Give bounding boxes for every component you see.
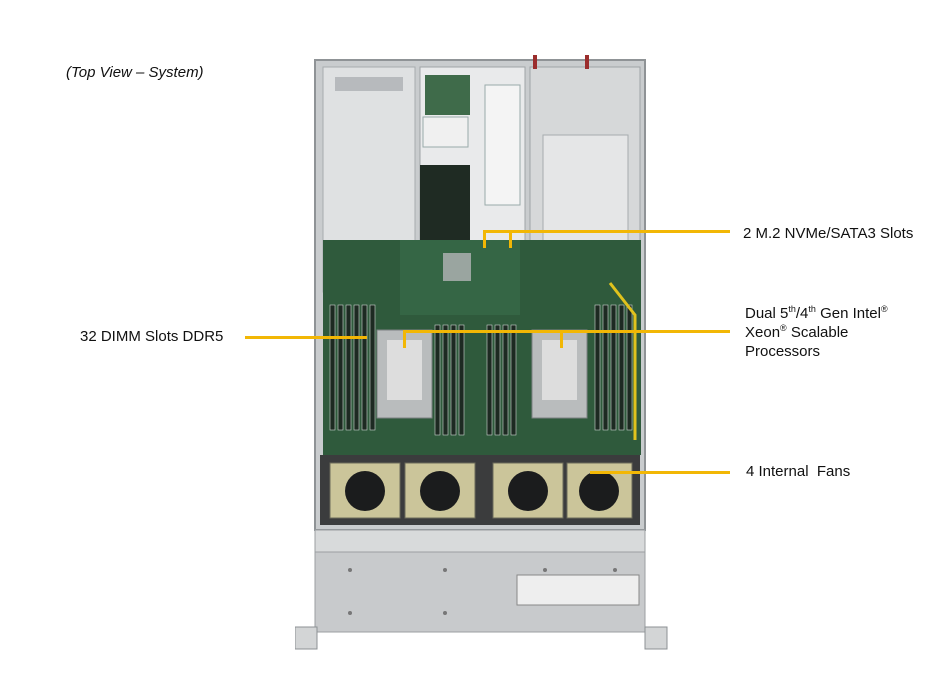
server-top-view-image — [295, 55, 668, 650]
m2-slots-label: 2 M.2 NVMe/SATA3 Slots — [743, 225, 914, 242]
cpu-callout-stub-2 — [560, 330, 563, 348]
cpu-callout-line — [403, 330, 730, 333]
m2-callout-stub-2 — [509, 230, 512, 248]
figure-caption: (Top View – System) — [66, 64, 204, 81]
fans-callout-line — [590, 471, 730, 474]
dimm-slots-label: 32 DIMM Slots DDR5 — [80, 328, 224, 345]
fans-label: 4 Internal Fans — [746, 463, 851, 480]
dimm-callout-line — [245, 336, 367, 339]
m2-callout-line — [483, 230, 730, 233]
m2-callout-stub-1 — [483, 230, 486, 248]
cpu-callout-stub-1 — [403, 330, 406, 348]
cpu-label: Dual 5th/4th Gen Intel® Xeon® Scalable P… — [745, 304, 888, 361]
